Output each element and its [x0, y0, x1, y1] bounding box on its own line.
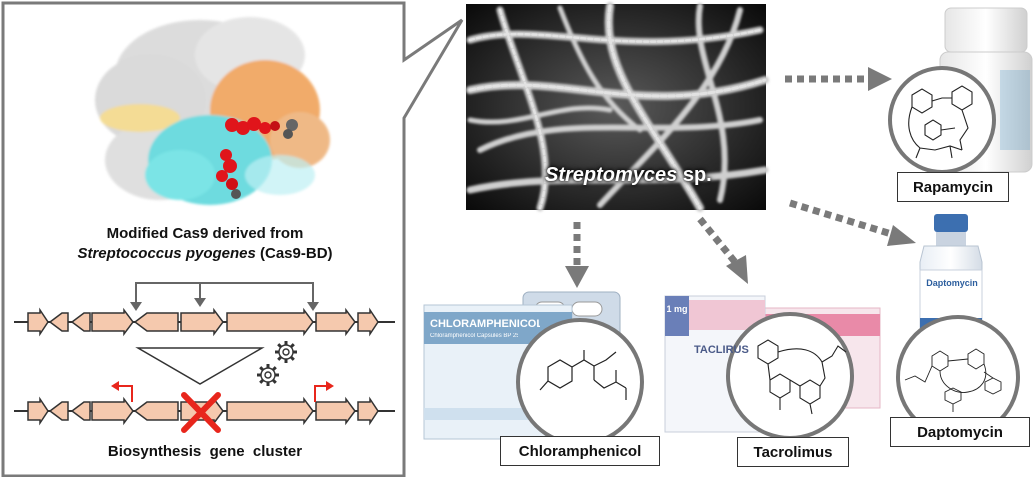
- micrograph-genus: Streptomyces: [545, 164, 678, 186]
- daptomycin-vial-text: Daptomycin: [926, 278, 978, 288]
- gene-arrow: [133, 401, 179, 421]
- daptomycin-label: Daptomycin: [890, 417, 1030, 447]
- gene-arrow: [226, 307, 314, 337]
- rapamycin-structure-circle: [888, 66, 996, 174]
- micrograph-suffix: sp.: [682, 164, 712, 186]
- promoter-arrow-left: [111, 381, 133, 402]
- dotted-arrow-to-tacrolimus: [697, 216, 748, 284]
- tacrolimus-label: Tacrolimus: [737, 437, 849, 467]
- gene-arrow: [133, 312, 179, 332]
- chloramphenicol-label: Chloramphenicol: [500, 436, 660, 466]
- gene-cluster-top-row: [14, 307, 395, 337]
- dotted-arrow-to-daptomycin: [788, 199, 916, 246]
- gene-arrow: [70, 401, 91, 421]
- knockout-x-icon: [181, 392, 221, 433]
- gene-arrow: [48, 312, 69, 332]
- cas9-highlight-red: [216, 117, 298, 199]
- cas9-protein-structure: [95, 17, 330, 205]
- cas9-caption: Modified Cas9 derived from Streptococcus…: [20, 224, 390, 264]
- gene-arrow: [27, 307, 49, 337]
- gene-arrow: [226, 396, 314, 426]
- gene-arrow: [70, 312, 91, 332]
- promoter-arrow-right: [314, 381, 334, 402]
- gene-cluster-label: Biosynthesis gene cluster: [107, 443, 303, 460]
- cas9-caption-line2: Streptococcus pyogenes (Cas9-BD): [20, 244, 390, 264]
- gene-arrow: [91, 307, 134, 337]
- tacrolimus-brand-text: TACLIRUS: [694, 344, 749, 356]
- chloramphenicol-structure-circle: [516, 318, 644, 446]
- chloramphenicol-sub-text: Chloramphenicol Capsules BP 250mg: [430, 333, 518, 339]
- cas9-organism: Streptococcus pyogenes: [77, 245, 256, 262]
- tacrolimus-structure-circle: [726, 312, 854, 440]
- cas9-caption-line1: Modified Cas9 derived from: [106, 225, 304, 242]
- gene-arrow: [315, 396, 356, 426]
- rapamycin-label: Rapamycin: [897, 172, 1009, 202]
- gene-arrow: [357, 396, 379, 426]
- gene-arrow: [27, 396, 49, 426]
- dotted-arrow-to-rapamycin: [785, 67, 892, 91]
- chloramphenicol-brand-text: CHLORAMPHENICOL 25: [430, 318, 540, 330]
- tacrolimus-dose-text: 1 mg: [666, 304, 688, 314]
- gear-icon: [257, 341, 297, 386]
- streptomyces-micrograph: [466, 2, 769, 212]
- dotted-arrow-to-chloramphenicol: [565, 222, 589, 288]
- gene-arrow: [91, 396, 134, 426]
- gene-cluster-bottom-row: [14, 381, 395, 433]
- gene-arrow: [357, 307, 379, 337]
- gene-arrow: [48, 401, 69, 421]
- gene-arrow: [180, 307, 224, 337]
- micrograph-label: Streptomyces sp.: [545, 164, 712, 187]
- edit-triangle: [135, 347, 265, 385]
- cas9-target-bracket: [130, 282, 319, 311]
- gene-arrow: [315, 307, 356, 337]
- cas9-suffix: (Cas9-BD): [260, 245, 333, 262]
